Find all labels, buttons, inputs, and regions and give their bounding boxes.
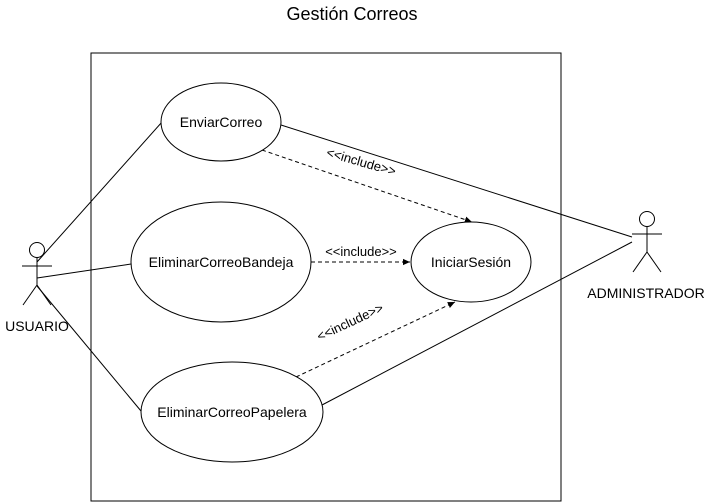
use-case-login-label: IniciarSesión	[431, 254, 511, 270]
use-case-delete-inbox[interactable]: EliminarCorreoBandeja	[130, 201, 312, 323]
association-admin-delete-trash	[321, 241, 633, 406]
include-label-delete-trash: <<include>>	[314, 300, 385, 344]
system-boundary	[90, 52, 562, 502]
association-user-send-mail	[36, 121, 163, 263]
actor-user-label: USUARIO	[5, 318, 69, 334]
include-arrow-delete-trash	[295, 301, 456, 378]
use-case-login[interactable]: IniciarSesión	[410, 221, 532, 303]
use-case-delete-inbox-label: EliminarCorreoBandeja	[149, 254, 294, 270]
actor-user[interactable]: USUARIO	[5, 242, 69, 335]
actor-admin[interactable]: ADMINISTRADOR	[587, 211, 705, 302]
diagram-title: Gestión Correos	[286, 4, 417, 24]
use-case-send-mail-label: EnviarCorreo	[180, 114, 263, 130]
include-label-send-mail: <<include>>	[325, 145, 398, 179]
stick-figure-icon	[22, 242, 52, 306]
use-case-delete-trash-label: EliminarCorreoPapelera	[157, 404, 307, 420]
association-admin-send-mail	[280, 124, 633, 238]
association-user-delete-trash	[36, 285, 142, 412]
include-arrow-send-mail	[261, 149, 473, 223]
stick-figure-icon	[632, 211, 662, 273]
use-case-delete-trash[interactable]: EliminarCorreoPapelera	[140, 361, 324, 463]
association-user-delete-inbox	[36, 263, 132, 279]
include-label-delete-inbox: <<include>>	[325, 244, 397, 259]
actor-admin-label: ADMINISTRADOR	[587, 285, 704, 301]
use-case-send-mail[interactable]: EnviarCorreo	[160, 82, 282, 162]
